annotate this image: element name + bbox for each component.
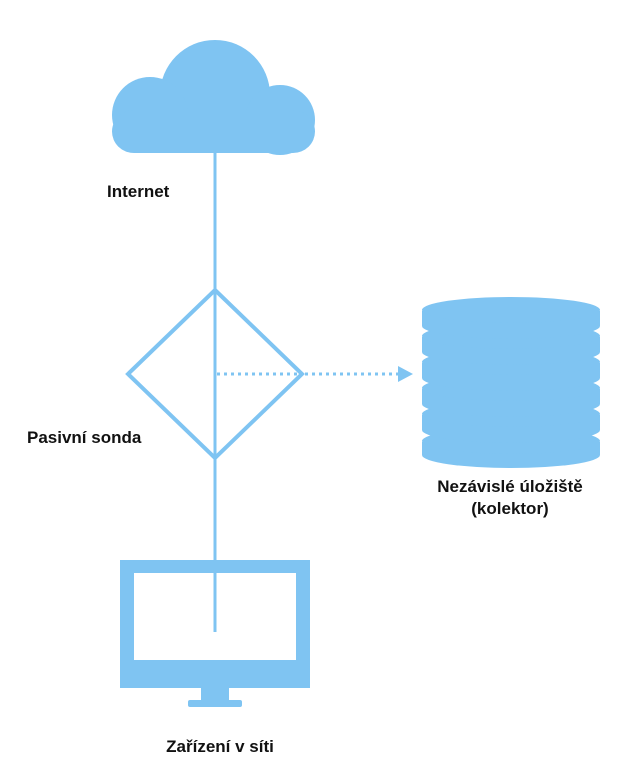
probe-label: Pasivní sonda	[27, 428, 142, 447]
arrow-head-icon	[398, 366, 413, 382]
device-label: Zařízení v síti	[166, 737, 274, 756]
storage-label-line2: (kolektor)	[471, 499, 549, 518]
cloud-icon	[112, 40, 315, 155]
storage-label-line1: Nezávislé úložiště	[437, 477, 583, 496]
database-icon	[422, 297, 600, 468]
monitor-icon	[120, 560, 310, 707]
diamond-probe-icon	[125, 287, 305, 461]
internet-label: Internet	[107, 182, 170, 201]
storage-label: Nezávislé úložiště (kolektor)	[400, 476, 620, 520]
